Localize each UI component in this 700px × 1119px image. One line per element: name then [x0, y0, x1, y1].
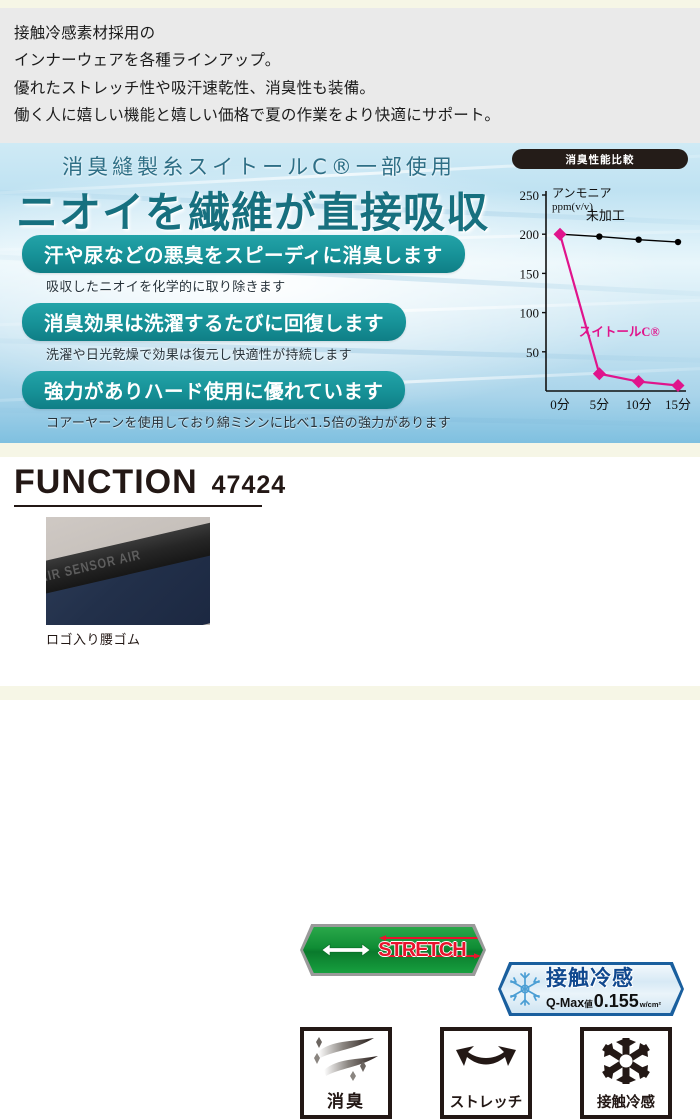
q-max-value: 0.155	[593, 991, 639, 1011]
svg-text:スイトールC®: スイトールC®	[579, 325, 660, 339]
header-line-4: 働く人に嬉しい機能と嬉しい価格で夏の作業をより快適にサポート。	[14, 106, 501, 125]
odor-wave-icon	[304, 1031, 388, 1087]
stretch-arrow-icon	[444, 1031, 528, 1091]
top-accent-strip	[0, 0, 700, 8]
q-max-unit: w/cm²	[639, 1000, 662, 1009]
feature-icon-box-odor: 消臭	[300, 1027, 392, 1119]
svg-text:200: 200	[520, 227, 540, 242]
benefit-headline: 汗や尿などの悪臭をスピーディに消臭します	[22, 235, 465, 273]
function-section: FUNCTION 47424 AIR SENSOR AIR ロゴ入り腰ゴム	[0, 457, 700, 1119]
svg-text:アンモニア: アンモニア	[552, 186, 612, 200]
snowflake-icon	[584, 1031, 668, 1091]
header-line-1: 接触冷感素材採用の	[14, 24, 156, 42]
svg-text:250: 250	[520, 188, 540, 203]
cooling-title: 接触冷感	[546, 966, 634, 990]
snowflake-icon	[510, 972, 540, 1006]
cooling-badge-text: 接触冷感 Q-Max 値 0.155 w/cm²	[546, 966, 661, 1011]
svg-text:100: 100	[520, 306, 540, 321]
feature-icon-box-stretch: ストレッチ	[440, 1027, 532, 1119]
benefit-headline: 消臭効果は洗濯するたびに回復します	[22, 303, 407, 341]
q-max-suffix: 値	[584, 999, 593, 1009]
benefit-subtext: 吸収したニオイを化学的に取り除きます	[46, 280, 286, 295]
feature-icon-label: ストレッチ	[449, 1095, 523, 1111]
hero-title: ニオイを繊維が直接吸収	[15, 188, 489, 237]
product-photo-caption: ロゴ入り腰ゴム	[46, 633, 141, 648]
header-line-2: インナーウェアを各種ラインアップ。	[14, 51, 281, 70]
svg-text:ppm(v/v): ppm(v/v)	[552, 201, 593, 213]
hero-tagline: 消臭縫製糸スイトールC®一部使用	[62, 155, 456, 179]
stretch-label: STRETCH	[378, 938, 466, 961]
svg-text:150: 150	[520, 266, 540, 281]
svg-text:50: 50	[526, 345, 539, 360]
feature-icon-label: 消臭	[327, 1092, 365, 1112]
stretch-badge: STRETCH	[303, 927, 483, 973]
product-photo: AIR SENSOR AIR	[46, 517, 210, 625]
cooling-badge: 接触冷感 Q-Max 値 0.155 w/cm²	[501, 965, 681, 1013]
section-divider-strip	[0, 443, 700, 457]
benefit-item: 消臭効果は洗濯するたびに回復します 洗濯や日光乾燥で効果は復元し快適性が持続しま…	[22, 303, 492, 363]
function-title: FUNCTION	[14, 463, 198, 501]
feature-icon-box-cooling: 接触冷感	[580, 1027, 672, 1119]
benefit-headline: 強力がありハード使用に優れています	[22, 371, 406, 409]
svg-text:10分: 10分	[626, 397, 652, 412]
benefit-subtext: 洗濯や日光乾燥で効果は復元し快適性が持続します	[46, 348, 352, 363]
benefit-item: 強力がありハード使用に優れています コアーヤーンを使用しており綿ミシンに比べ1.…	[22, 371, 492, 431]
svg-text:0分: 0分	[550, 397, 570, 412]
svg-text:15分: 15分	[665, 397, 691, 412]
chart-title-badge: 消臭性能比較	[512, 149, 688, 169]
product-photo-image: AIR SENSOR AIR	[46, 517, 210, 625]
stretch-wordmark: STRETCH	[378, 935, 482, 963]
header-line-3: 優れたストレッチ性や吸汗速乾性、消臭性も装備。	[14, 78, 376, 97]
hero-copy-column: 消臭縫製糸スイトールC®一部使用 ニオイを繊維が直接吸収 汗や尿などの悪臭をスピ…	[0, 143, 500, 443]
svg-text:5分: 5分	[590, 397, 610, 412]
benefit-item: 汗や尿などの悪臭をスピーディに消臭します 吸収したニオイを化学的に取り除きます	[22, 235, 492, 295]
q-max-label: Q-Max	[546, 996, 585, 1010]
benefit-subtext: コアーヤーンを使用しており綿ミシンに比べ1.5倍の強力があります	[46, 416, 452, 431]
bottom-accent-strip	[0, 686, 700, 700]
product-code: 47424	[211, 471, 287, 499]
feature-icon-label: 接触冷感	[597, 1095, 655, 1111]
benefit-list: 汗や尿などの悪臭をスピーディに消臭します 吸収したニオイを化学的に取り除きます …	[22, 235, 492, 439]
header-description: 接触冷感素材採用の インナーウェアを各種ラインアップ。 優れたストレッチ性や吸汗…	[0, 8, 700, 143]
function-underline	[14, 505, 262, 507]
deodorant-hero-section: 消臭縫製糸スイトールC®一部使用 ニオイを繊維が直接吸収 汗や尿などの悪臭をスピ…	[0, 143, 700, 443]
svg-text:未加工: 未加工	[586, 208, 625, 223]
double-arrow-icon	[321, 943, 371, 957]
q-max-row: Q-Max 値 0.155 w/cm²	[546, 992, 661, 1010]
function-heading: FUNCTION 47424	[14, 463, 285, 502]
